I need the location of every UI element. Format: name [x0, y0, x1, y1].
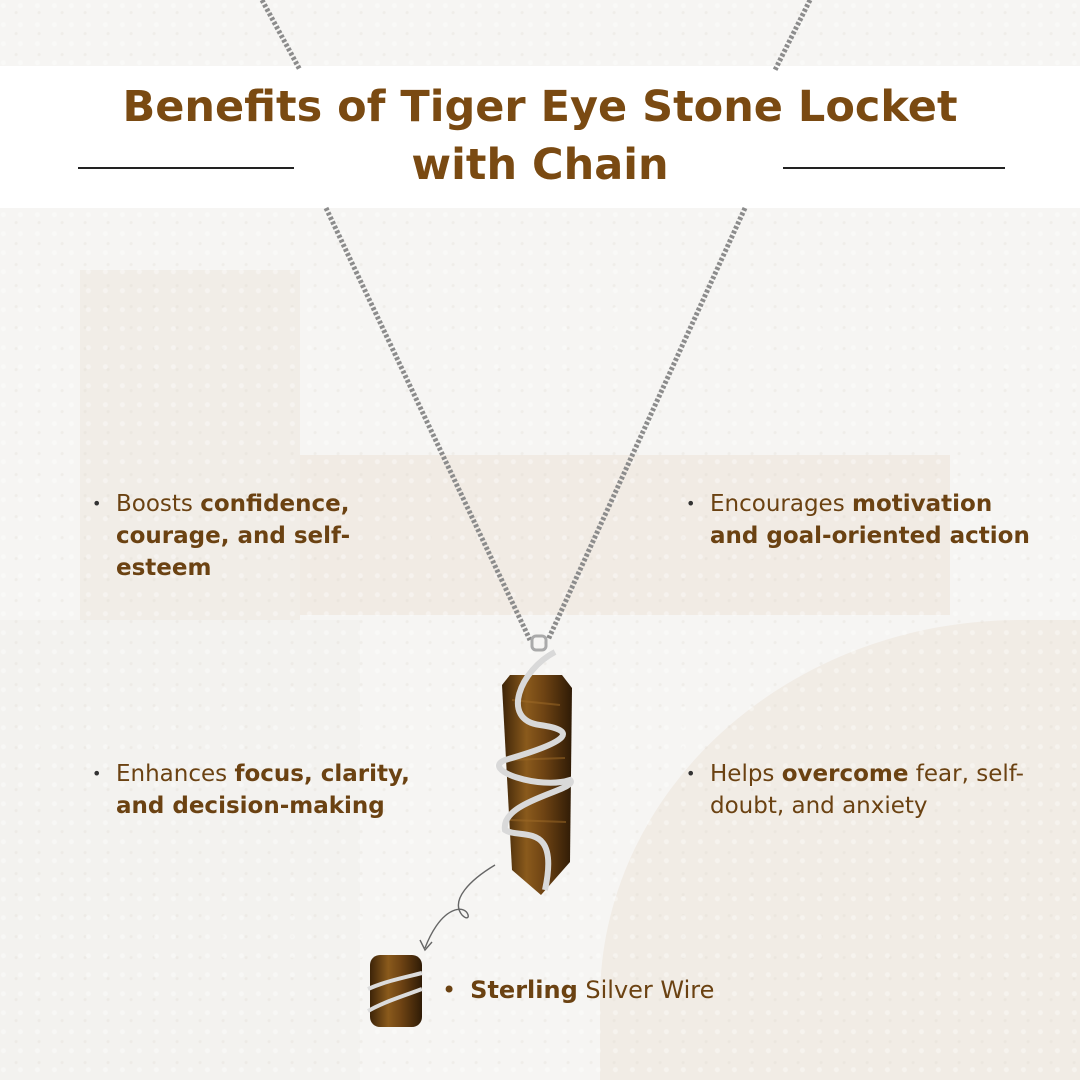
benefit-confidence: • Boosts confidence, courage, and self-e… [92, 488, 416, 584]
benefit-highlight: motivation and goal-oriented action [710, 491, 1030, 549]
background-shape [80, 270, 300, 620]
page-title: Benefits of Tiger Eye Stone Locket with … [0, 78, 1080, 194]
background-shape [300, 455, 950, 615]
benefit-text: Enhances [116, 761, 235, 787]
pendant-bail [530, 634, 548, 652]
title-line-2: with Chain [411, 140, 669, 190]
benefit-motivation: • Encourages motivation and goal-oriente… [686, 488, 1030, 552]
benefit-highlight: overcome [781, 761, 909, 787]
benefit-text: Encourages [710, 491, 852, 517]
benefit-overcome-fear: • Helps overcome fear, self-doubt, and a… [686, 758, 1030, 822]
title-band [0, 66, 1080, 208]
background-shape [0, 620, 360, 1080]
benefit-text: fear, self-doubt, and anxiety [710, 761, 1024, 819]
bullet: • [442, 976, 457, 1004]
benefit-text: Boosts [116, 491, 201, 517]
benefit-focus: • Enhances focus, clarity, and decision-… [92, 758, 416, 822]
wire-note-text: Silver Wire [577, 976, 715, 1004]
bullet: • [686, 494, 696, 513]
bullet: • [686, 764, 696, 783]
wire-note: • Sterling Silver Wire [442, 976, 714, 1004]
title-rule-right [783, 167, 1005, 169]
benefit-text: Helps [710, 761, 782, 787]
silver-wire [496, 649, 574, 891]
title-line-1: Benefits of Tiger Eye Stone Locket [122, 82, 958, 132]
wire-note-highlight: Sterling [470, 976, 578, 1004]
wire-closeup-thumbnail [367, 955, 423, 1027]
bullet: • [92, 764, 102, 783]
chain-left [259, 0, 533, 642]
chain-right [545, 0, 813, 642]
title-rule-left [78, 167, 294, 169]
pointer-arrow [424, 864, 496, 949]
benefit-highlight: focus, clarity, and decision-making [116, 761, 410, 819]
bullet: • [92, 494, 102, 513]
benefit-highlight: confidence, courage, and self-esteem [116, 491, 351, 581]
